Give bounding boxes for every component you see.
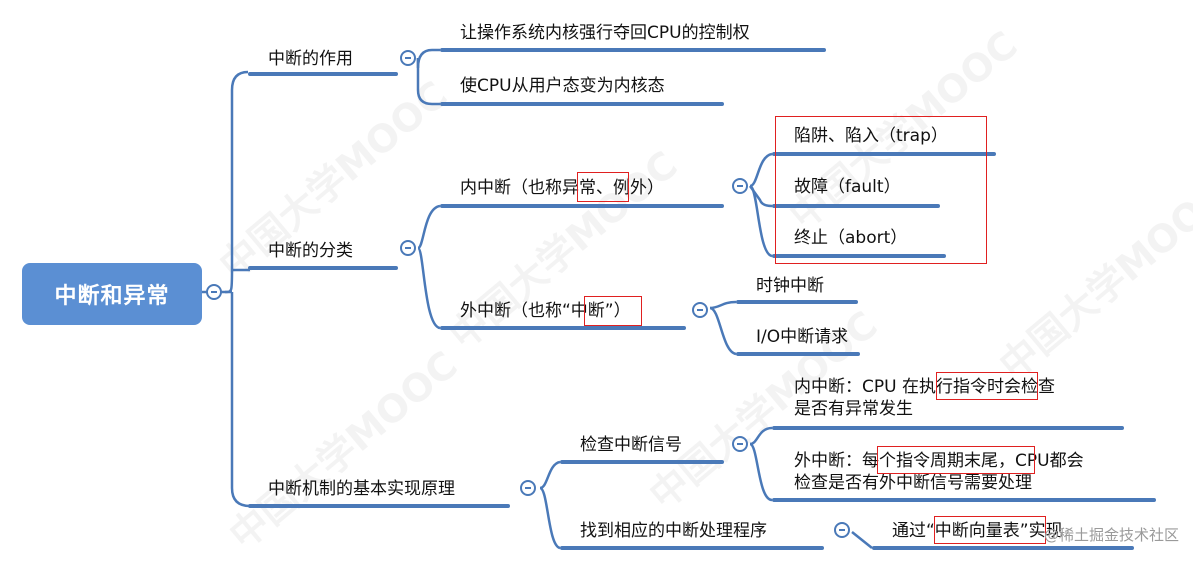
find-handler-label[interactable]: 找到相应的中断处理程序 bbox=[580, 521, 767, 541]
check-signal-label[interactable]: 检查中断信号 bbox=[580, 435, 682, 455]
internal-item-fault-bar bbox=[772, 204, 940, 208]
connector-abort bbox=[748, 184, 773, 258]
collapse-mechanism-icon[interactable] bbox=[520, 480, 536, 496]
external-item-io[interactable]: I/O中断请求 bbox=[756, 327, 849, 347]
collapse-external-icon[interactable] bbox=[692, 302, 708, 318]
collapse-internal-icon[interactable] bbox=[732, 178, 748, 194]
branch-mechanism-label[interactable]: 中断机制的基本实现原理 bbox=[268, 479, 455, 499]
find-handler-detail-bar bbox=[872, 546, 1134, 550]
highlight-executing bbox=[936, 372, 1038, 400]
connector-fault bbox=[748, 185, 773, 208]
external-item-clock[interactable]: 时钟中断 bbox=[756, 276, 824, 296]
footer-credit: @稀土掘金技术社区 bbox=[1043, 526, 1179, 544]
check-internal-line1[interactable]: 内中断：CPU 在执行指令时会检查 bbox=[794, 377, 1055, 397]
highlight-exception bbox=[577, 172, 629, 202]
check-internal-line2[interactable]: 是否有异常发生 bbox=[794, 399, 913, 419]
external-item-clock-bar bbox=[736, 300, 858, 304]
external-interrupt-label[interactable]: 外中断（也称“中断”） bbox=[460, 301, 631, 321]
branch-mechanism-bar bbox=[248, 504, 510, 508]
connector-trap bbox=[749, 152, 773, 188]
connector-check-ext bbox=[748, 442, 773, 502]
branch-role-bar bbox=[248, 72, 398, 76]
collapse-root-icon[interactable] bbox=[206, 284, 222, 300]
external-interrupt-bar bbox=[440, 326, 686, 330]
internal-item-abort-bar bbox=[772, 254, 946, 258]
connector-mechanism bbox=[230, 292, 251, 508]
check-internal-bar bbox=[772, 426, 1124, 430]
check-external-line1[interactable]: 外中断：每个指令周期末尾，CPU都会 bbox=[794, 451, 1084, 471]
check-signal-bar bbox=[560, 460, 724, 464]
highlight-vector-table bbox=[934, 516, 1046, 544]
collapse-classify-icon[interactable] bbox=[400, 240, 416, 256]
collapse-check-icon[interactable] bbox=[732, 436, 748, 452]
highlight-interrupt bbox=[584, 296, 642, 326]
connector-check-int bbox=[749, 426, 773, 446]
role-item-1[interactable]: 让操作系统内核强行夺回CPU的控制权 bbox=[460, 23, 750, 43]
highlight-internal-types bbox=[775, 116, 987, 264]
highlight-cycle-end bbox=[877, 446, 1035, 474]
connector-find bbox=[538, 486, 561, 550]
connector-role-2 bbox=[416, 58, 440, 106]
collapse-find-icon[interactable] bbox=[834, 522, 850, 538]
branch-role-label[interactable]: 中断的作用 bbox=[268, 49, 353, 69]
connector-check bbox=[539, 460, 561, 490]
internal-item-trap[interactable]: 陷阱、陷入（trap） bbox=[794, 126, 948, 146]
role-item-1-bar bbox=[440, 48, 826, 52]
internal-interrupt-label[interactable]: 内中断（也称异常、例外） bbox=[460, 178, 664, 198]
connector-external bbox=[416, 246, 441, 330]
branch-classify-bar bbox=[248, 266, 398, 270]
branch-classify-label[interactable]: 中断的分类 bbox=[268, 241, 353, 261]
root-node[interactable]: 中断和异常 bbox=[22, 263, 202, 325]
role-item-2-bar bbox=[440, 102, 724, 106]
external-item-io-bar bbox=[736, 352, 860, 356]
internal-item-fault[interactable]: 故障（fault） bbox=[794, 177, 901, 197]
connector-clock bbox=[709, 300, 737, 310]
connector-role-1 bbox=[416, 48, 440, 69]
collapse-role-icon[interactable] bbox=[400, 50, 416, 66]
find-handler-bar bbox=[560, 546, 824, 550]
internal-item-abort[interactable]: 终止（abort） bbox=[794, 228, 908, 248]
connector-find-detail bbox=[851, 531, 873, 549]
connector-io bbox=[709, 306, 737, 356]
check-external-line2[interactable]: 检查是否有外中断信号需要处理 bbox=[794, 473, 1032, 493]
connector-trunk bbox=[224, 70, 249, 294]
connector-internal bbox=[416, 204, 441, 250]
role-item-2[interactable]: 使CPU从用户态变为内核态 bbox=[460, 76, 665, 96]
check-external-bar bbox=[772, 498, 1156, 502]
internal-interrupt-bar bbox=[440, 204, 724, 208]
internal-item-trap-bar bbox=[772, 152, 996, 156]
